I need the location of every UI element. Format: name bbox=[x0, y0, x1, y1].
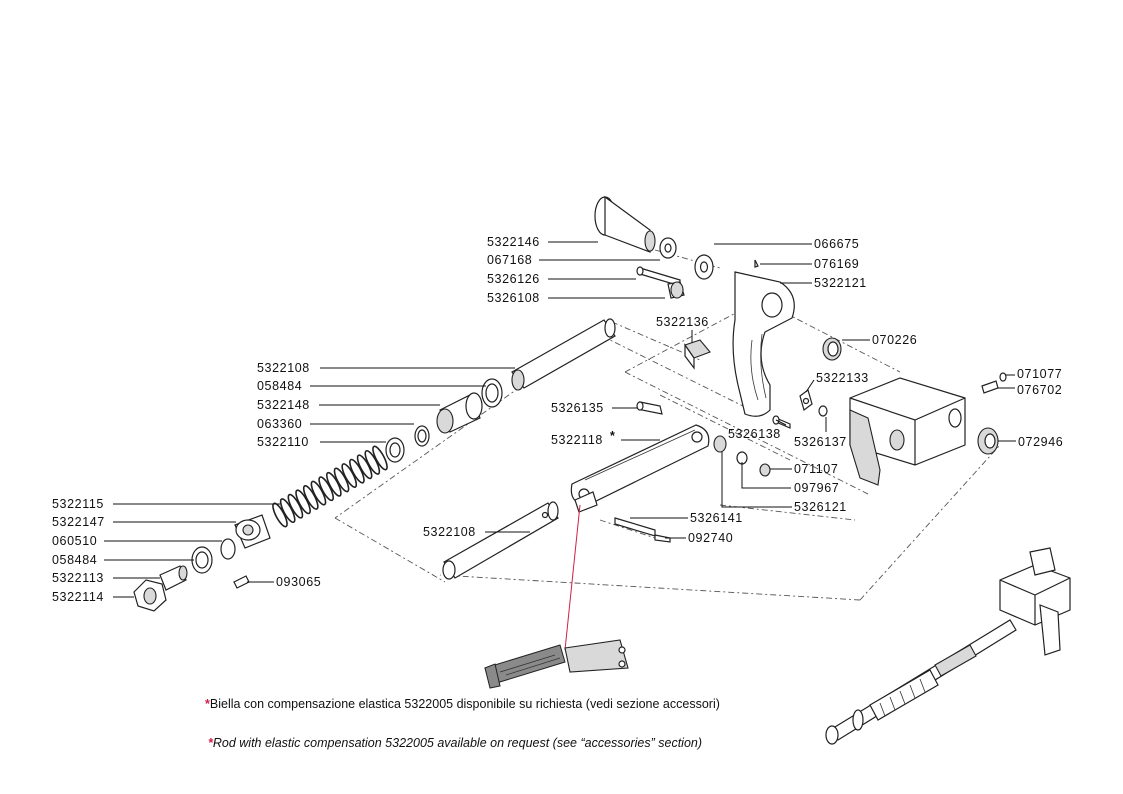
nut-071107 bbox=[759, 463, 771, 477]
spring-5322115 bbox=[272, 445, 388, 528]
ring-058484-lower bbox=[191, 546, 213, 574]
spring-coil bbox=[318, 476, 335, 502]
label-5322110: 5322110 bbox=[257, 435, 309, 449]
label-093065: 093065 bbox=[276, 575, 321, 589]
rod-5322108-upper bbox=[511, 318, 616, 391]
pin-093065 bbox=[233, 575, 250, 589]
note-english-text: Rod with elastic compensation 5322005 av… bbox=[212, 736, 703, 750]
nut-5322114 bbox=[133, 579, 167, 612]
ring-058484-upper bbox=[481, 378, 503, 408]
ring-063360 bbox=[414, 425, 430, 447]
label-097967: 097967 bbox=[794, 481, 839, 495]
spring-coil bbox=[356, 454, 373, 480]
leader-lines bbox=[104, 241, 1016, 598]
spring-coil bbox=[279, 498, 296, 524]
washer-066675 bbox=[694, 254, 714, 280]
bracket-5322133 bbox=[799, 388, 813, 412]
part-labels: 5322146 067168 5326126 5326108 066675 07… bbox=[52, 235, 1063, 604]
label-5322118-star: * bbox=[610, 429, 615, 443]
pin-076169 bbox=[754, 259, 759, 268]
label-5326141: 5326141 bbox=[690, 511, 743, 525]
label-076702: 076702 bbox=[1017, 383, 1062, 397]
label-5322136: 5322136 bbox=[656, 315, 709, 329]
label-5326121: 5326121 bbox=[794, 500, 847, 514]
spring-coil bbox=[272, 502, 288, 528]
label-5326108: 5326108 bbox=[487, 291, 540, 305]
nut-072946 bbox=[977, 427, 999, 455]
label-5322115: 5322115 bbox=[52, 497, 104, 511]
label-5326137: 5326137 bbox=[794, 435, 847, 449]
spring-coil bbox=[341, 463, 358, 488]
note-english-star: * bbox=[208, 736, 213, 750]
label-063360: 063360 bbox=[257, 417, 302, 431]
lever-5322121 bbox=[732, 271, 795, 417]
label-067168: 067168 bbox=[487, 253, 532, 267]
label-5322108-lower: 5322108 bbox=[423, 525, 476, 539]
note-italian: *Biella con compensazione elastica 53220… bbox=[205, 697, 720, 711]
spring-coil bbox=[333, 467, 350, 493]
spring-coil bbox=[372, 445, 388, 471]
note-italian-text: Biella con compensazione elastica 532200… bbox=[209, 697, 720, 711]
label-5322118: 5322118 bbox=[551, 433, 603, 447]
label-5326135: 5326135 bbox=[551, 401, 604, 415]
pin-5322146 bbox=[594, 195, 656, 253]
bushing-5326108 bbox=[667, 281, 685, 299]
label-5322121: 5322121 bbox=[814, 276, 867, 290]
screw-092740 bbox=[654, 534, 671, 543]
label-060510: 060510 bbox=[52, 534, 97, 548]
label-066675: 066675 bbox=[814, 237, 859, 251]
washer-067168 bbox=[659, 237, 677, 259]
label-058484-lower: 058484 bbox=[52, 553, 97, 567]
label-5326126: 5326126 bbox=[487, 272, 540, 286]
label-5322146: 5322146 bbox=[487, 235, 540, 249]
screw-071077 bbox=[999, 372, 1007, 382]
label-058484-upper: 058484 bbox=[257, 379, 302, 393]
rod-5322108-lower bbox=[442, 501, 559, 580]
label-070226: 070226 bbox=[872, 333, 917, 347]
rod-5322118 bbox=[570, 424, 710, 513]
elastic-rod-accessory bbox=[484, 639, 629, 689]
label-5322148: 5322148 bbox=[257, 398, 310, 412]
pin-5326135 bbox=[636, 401, 663, 415]
sleeve-5322148 bbox=[436, 392, 483, 434]
spring-coil bbox=[287, 493, 304, 519]
assembly-overview bbox=[825, 547, 1071, 745]
seal-070226 bbox=[822, 337, 842, 361]
label-092740: 092740 bbox=[688, 531, 733, 545]
label-5326138: 5326138 bbox=[728, 427, 781, 441]
pin-076702 bbox=[981, 380, 999, 394]
label-5322147: 5322147 bbox=[52, 515, 105, 529]
label-071077: 071077 bbox=[1017, 367, 1062, 381]
label-5322133: 5322133 bbox=[816, 371, 869, 385]
bolt-5322113 bbox=[159, 565, 188, 591]
label-072946: 072946 bbox=[1018, 435, 1063, 449]
spring-coil bbox=[295, 489, 311, 515]
note-italian-star: * bbox=[205, 697, 210, 711]
accessory-leader bbox=[564, 504, 581, 651]
note-english: *Rod with elastic compensation 5322005 a… bbox=[208, 736, 702, 750]
washer-5326137 bbox=[818, 405, 828, 417]
washer-5322110 bbox=[385, 437, 405, 463]
label-076169: 076169 bbox=[814, 257, 859, 271]
label-5322114: 5322114 bbox=[52, 590, 104, 604]
block-5322136 bbox=[684, 339, 711, 370]
bolt-5326141 bbox=[614, 517, 656, 537]
spring-coil bbox=[364, 449, 381, 475]
housing-block bbox=[849, 377, 966, 486]
label-071107: 071107 bbox=[794, 462, 838, 476]
bushing-5326121 bbox=[713, 435, 727, 453]
label-5322108-upper: 5322108 bbox=[257, 361, 310, 375]
oring-060510 bbox=[220, 538, 236, 560]
spring-coil bbox=[310, 480, 327, 506]
spring-coil bbox=[325, 471, 342, 497]
spring-coil bbox=[349, 458, 365, 484]
flange-5322147 bbox=[234, 514, 271, 549]
label-5322113: 5322113 bbox=[52, 571, 104, 585]
spring-coil bbox=[302, 485, 319, 510]
